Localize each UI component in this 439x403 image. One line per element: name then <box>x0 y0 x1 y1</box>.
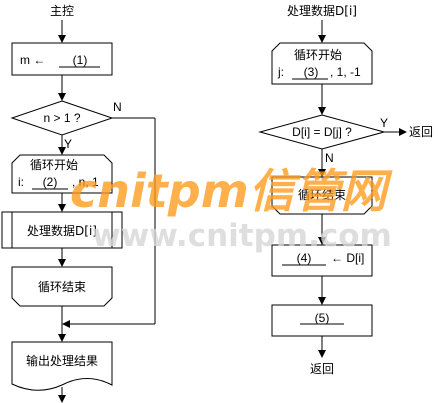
right-loop-start-prefix: j: <box>277 65 284 79</box>
right-process-box <box>271 304 373 337</box>
decision-no-label: N <box>113 100 122 114</box>
right-loop-end-box <box>271 176 373 215</box>
blank-4-label: (4) <box>297 251 312 265</box>
blank-2-label: (2) <box>43 175 58 189</box>
right-flowchart: 处理数据D[i] 循环开始 j: (3) , 1, -1 D[i] = D[j]… <box>258 3 433 376</box>
right-loop-start-box <box>271 42 373 85</box>
right-end-return-text: 返回 <box>310 362 334 376</box>
watermark: cnitpm信管网 www.cnitpm.com <box>70 164 393 254</box>
loop-end-text: 循环结束 <box>38 280 86 294</box>
blank-1-label: (1) <box>73 53 88 67</box>
output-document <box>11 341 113 391</box>
right-yes-return-text: 返回 <box>409 125 433 139</box>
watermark-url: www.cnitpm.com <box>92 218 392 254</box>
process-text: 处理数据D[i] <box>27 223 97 238</box>
loop-start-label: 循环开始 <box>30 158 78 172</box>
blank-5-label: (5) <box>315 311 330 325</box>
right-loop-start-label: 循环开始 <box>294 48 342 62</box>
right-assign-box <box>271 244 373 277</box>
left-title: 主控 <box>50 4 74 18</box>
decision-text: n > 1 ? <box>43 111 80 125</box>
loop-start-box <box>11 154 113 194</box>
right-title: 处理数据D[i] <box>287 3 357 18</box>
output-text: 输出处理结果 <box>26 353 98 368</box>
right-decision-no-label: N <box>325 151 334 165</box>
assign-box <box>11 42 113 76</box>
process-box <box>1 211 123 249</box>
blank-3-label: (3) <box>304 65 319 79</box>
loop-end-box <box>11 266 113 307</box>
decision-yes-label: Y <box>64 137 72 151</box>
assign-text: m ← <box>20 53 45 67</box>
right-loop-start-suffix: , 1, -1 <box>330 65 361 79</box>
left-flowchart: 主控 m ← (1) n > 1 ? N Y 循环开始 i: (2) , n, … <box>1 4 156 403</box>
right-decision-yes-label: Y <box>380 116 388 130</box>
right-assign-text: ← D[i] <box>331 251 364 265</box>
right-decision-text: D[i] = D[j] ? <box>292 125 352 139</box>
loop-start-prefix: i: <box>18 175 24 189</box>
loop-start-suffix: , n, 1 <box>72 175 99 189</box>
right-loop-end-text: 循环结束 <box>298 188 346 202</box>
watermark-brand: cnitpm信管网 <box>70 164 393 218</box>
